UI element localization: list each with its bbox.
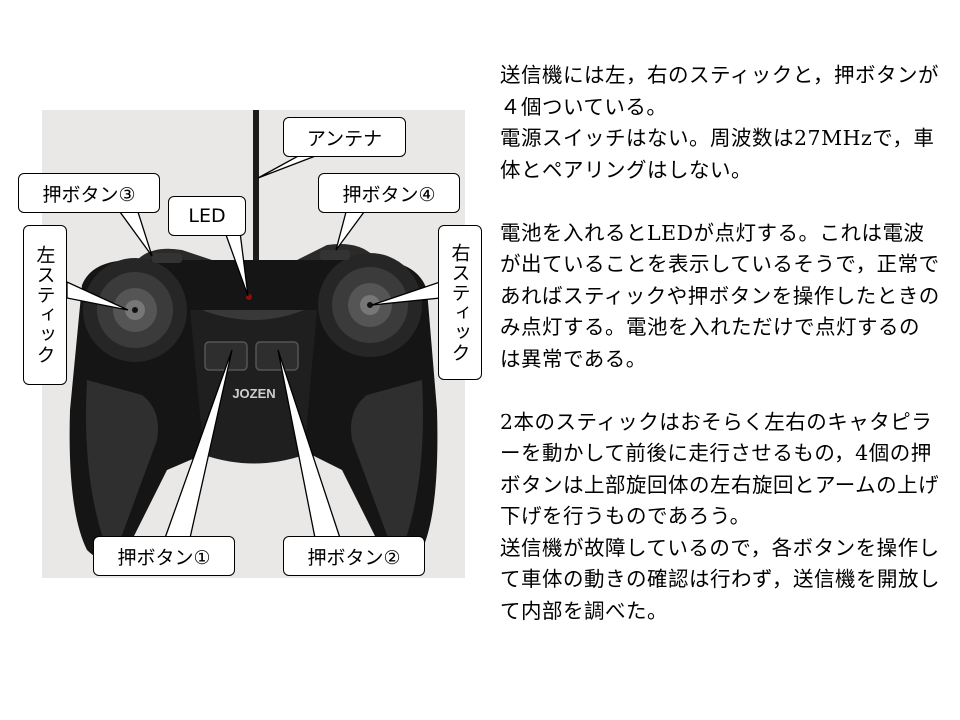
paragraph-3-line-1: 2本のスティックはおそらく左右のキャタピラーを動かして前後に走行させるもの，4個…	[500, 409, 940, 529]
push-button-4	[320, 250, 350, 260]
paragraph-2: 電池を入れるとLEDが点灯する。これは電波が出ていることを表示しているそうで，正…	[500, 220, 940, 371]
paragraph-1-line-2: 電源スイッチはない。周波数は27MHzで，車体とペアリングはしない。	[500, 126, 935, 182]
label-button-3: 押ボタン③	[18, 173, 160, 213]
led-indicator	[246, 294, 252, 300]
label-led: LED	[168, 196, 246, 236]
label-button-2: 押ボタン②	[283, 536, 425, 576]
paragraph-3-line-2: 送信機が故障しているので，各ボタンを操作して車体の動きの確認は行わず，送信機を開…	[500, 535, 940, 623]
description-text: 送信機には左，右のスティックと，押ボタンが４個ついている。 電源スイッチはない。…	[500, 60, 940, 627]
label-left-stick: 左スティック	[23, 225, 67, 385]
push-button-1	[204, 341, 248, 371]
label-button-1: 押ボタン①	[93, 536, 235, 576]
label-right-stick: 右スティック	[438, 225, 482, 380]
push-button-2	[255, 341, 299, 371]
brand-logo: JOZEN	[232, 386, 275, 401]
antenna-rod	[253, 110, 259, 285]
paragraph-1-line-1: 送信機には左，右のスティックと，押ボタンが４個ついている。	[500, 63, 939, 119]
push-button-3	[152, 253, 182, 263]
label-button-4: 押ボタン④	[318, 173, 460, 213]
label-antenna: アンテナ	[283, 117, 406, 157]
